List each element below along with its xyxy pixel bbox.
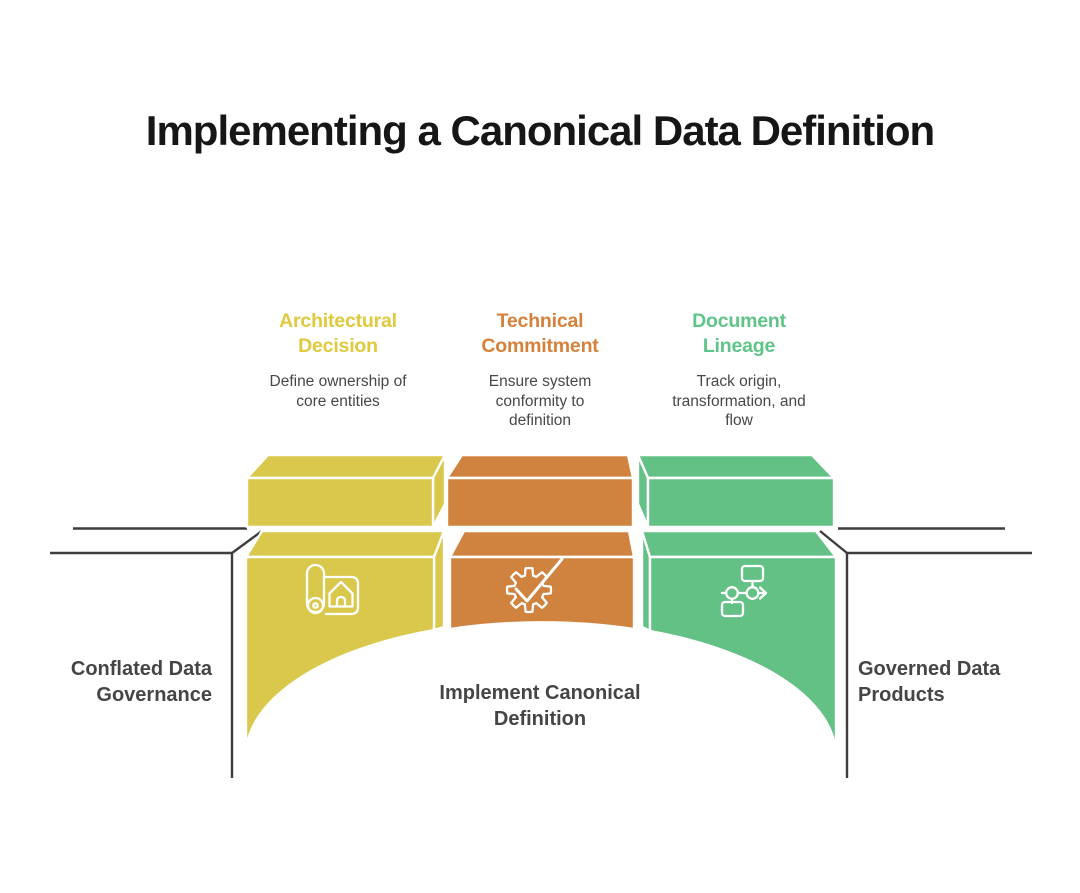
block-technical-commitment-lower bbox=[448, 529, 636, 631]
block-top-face bbox=[245, 453, 447, 480]
block-front-face bbox=[445, 476, 635, 529]
column-description-technical-commitment: Ensure system conformity to definition bbox=[488, 373, 592, 429]
cliff-edge-diagonal-right bbox=[819, 530, 848, 554]
block-top-face bbox=[448, 529, 636, 559]
bridge-label-center: Implement Canonical Definition bbox=[439, 682, 641, 730]
block-front-face bbox=[448, 555, 636, 631]
block-architectural-decision-upper bbox=[245, 453, 447, 529]
column-header-document-lineage: Document Lineage bbox=[692, 310, 786, 357]
block-front-face bbox=[245, 476, 435, 529]
column-header-technical-commitment: Technical Commitment bbox=[481, 310, 599, 357]
block-document-lineage-upper bbox=[636, 453, 836, 529]
flow-node-circle-left bbox=[725, 586, 739, 600]
checkmark bbox=[514, 557, 564, 603]
cliff-edge-diagonal-left bbox=[231, 530, 263, 554]
flow-node-rect-top bbox=[740, 564, 765, 583]
blueprint-roll-end bbox=[306, 596, 325, 615]
blueprint-roll-dot bbox=[312, 602, 319, 609]
bridge-label-left: Conflated Data Governance bbox=[70, 658, 212, 706]
page-title: Implementing a Canonical Data Definition bbox=[145, 107, 935, 154]
flowchart-icon bbox=[720, 564, 768, 618]
block-top-face bbox=[636, 453, 836, 480]
block-document-lineage-lower bbox=[640, 529, 838, 759]
block-top-face bbox=[445, 453, 635, 480]
block-top-face bbox=[640, 529, 838, 559]
block-top-face bbox=[244, 529, 446, 559]
house-door bbox=[335, 595, 347, 608]
block-front-face bbox=[244, 555, 436, 759]
bridge-label-right: Governed Data Products bbox=[858, 658, 1001, 706]
block-architectural-decision-lower bbox=[244, 529, 446, 759]
column-description-architectural-decision: Define ownership of core entities bbox=[269, 373, 407, 410]
blueprint-house-icon bbox=[305, 563, 360, 616]
ground-outline bbox=[50, 527, 1032, 778]
flow-node-rect-bottom bbox=[720, 600, 745, 618]
house-outline bbox=[328, 580, 354, 608]
gear-check-icon bbox=[505, 557, 564, 614]
flow-node-circle-right bbox=[745, 586, 760, 600]
column-header-architectural-decision: Architectural Decision bbox=[279, 310, 397, 357]
block-front-face bbox=[646, 476, 836, 529]
block-front-face bbox=[648, 555, 838, 759]
block-technical-commitment-upper bbox=[445, 453, 635, 529]
flow-arrowhead bbox=[758, 586, 768, 600]
gear-outline bbox=[505, 566, 553, 614]
column-description-document-lineage: Track origin, transformation, and flow bbox=[672, 373, 806, 429]
blueprint-sheet bbox=[322, 575, 360, 616]
